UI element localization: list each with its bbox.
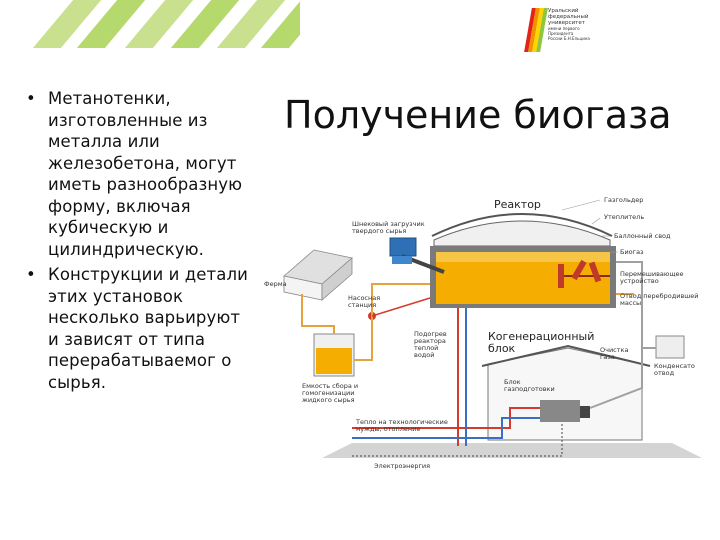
logo-line: университет [548,20,585,26]
label-insulation: Утеплитель [604,213,644,221]
logo-line: федеральный [548,14,589,20]
label-line: Емкость сбора и [302,382,358,390]
label-line: Насосная [348,294,380,302]
label-line: гомогенизации [302,389,354,397]
label-roof: Баллонный свод [614,232,671,240]
label-line: массы [620,299,641,307]
ground [322,443,702,458]
biogas-plant-diagram: Реактор Газгольдер Утеплитель Баллонный … [264,196,702,470]
logo-mark-icon [524,8,548,52]
slide-title: Получение биогаза [284,93,672,137]
bullet-text: Метанотенки, изготовленные из металла ил… [48,89,243,259]
label-line: устройство [620,277,659,285]
bullet-item: • Метанотенки, изготовленные из металла … [18,88,250,260]
label-line: Тепло на технологические [355,418,448,426]
cogeneration-building [481,344,651,441]
reactor [430,213,616,308]
label-line: Подогрев [414,330,447,338]
label-line: Когенерационный [488,330,594,343]
label-line: нужды, отопление [356,425,420,433]
label-line: теплой [414,344,438,352]
bullet-list: • Метанотенки, изготовленные из металла … [18,88,250,397]
label-gasholder: Газгольдер [604,196,643,204]
label-line: Отвод перебродившей [620,292,698,300]
bullet-marker: • [26,265,36,284]
logo-line: Уральский [548,8,579,14]
logo-text: Уральский федеральный университет имени … [548,8,598,41]
generator-icon [540,400,580,422]
bullet-text: Конструкции и детали этих установок неск… [48,265,248,392]
bullet-marker: • [26,89,36,108]
label-line: Перемешивающее [620,270,684,278]
logo-line: России Б.Н.Ельцина [548,36,590,41]
university-logo: Уральский федеральный университет имени … [524,4,598,62]
label-line: газа [600,353,615,361]
pipes [301,261,656,457]
mixer-icon [558,259,610,288]
label-line: реактора [414,337,446,345]
label-line: твердого сырья [352,227,406,235]
label-reactor: Реактор [494,198,541,211]
condensate-tank [655,335,685,359]
label-line: отвод [654,369,675,377]
screw-loader [389,237,445,274]
label-line: станция [348,301,376,309]
label-farm: Ферма [264,280,287,288]
logo-line: имени первого Президента [548,26,580,36]
label-line: водой [414,351,435,359]
leader-lines [561,199,618,253]
reactor-roof [431,213,613,237]
liquid-tank [313,333,355,377]
farm-building [283,249,353,301]
header-stripes [0,0,300,48]
label-line: жидкого сырья [302,396,355,404]
label-line: Блок [504,378,521,386]
label-biogas: Биогаз [620,248,644,256]
bullet-item: • Конструкции и детали этих установок не… [18,264,250,393]
label-line: газподготовки [504,385,555,393]
label-line: Очистка [600,346,628,354]
label-line: Конденсато [654,362,695,370]
label-line: блок [488,342,516,355]
label-line: Шнековый загрузчик [352,220,425,228]
label-electricity: Электроэнергия [374,462,430,470]
